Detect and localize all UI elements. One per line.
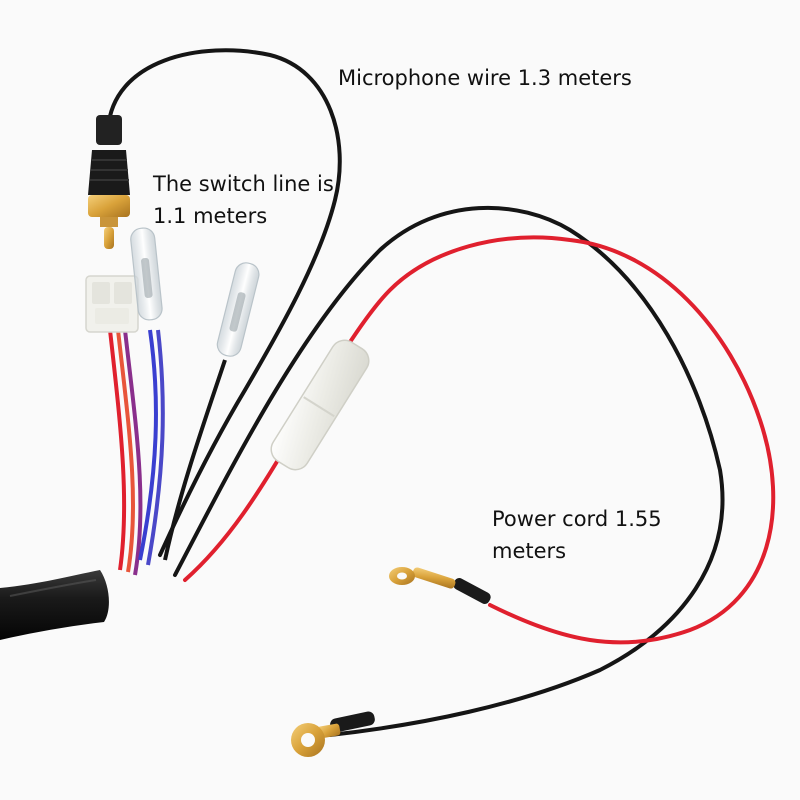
power-cord-text-2: meters (492, 539, 567, 563)
rca-connector (88, 115, 130, 249)
bundle-wire-blue-1 (138, 329, 158, 561)
bundle-wire-purple (123, 329, 143, 576)
switch-line-text-2: 1.1 meters (153, 204, 268, 228)
switch-line-label: The switch line is 1.1 meters (153, 168, 334, 232)
bullet-connector-1 (130, 227, 163, 321)
microphone-wire-label: Microphone wire 1.3 meters (338, 62, 632, 94)
large-ring-terminal (291, 723, 341, 757)
switch-wire (163, 359, 227, 561)
white-plug-connector (85, 275, 139, 333)
bundle-wire-orange (116, 329, 136, 573)
bundle-wire-red-1 (108, 329, 127, 571)
switch-line-text-1: The switch line is (153, 172, 334, 196)
power-cord-text-1: Power cord 1.55 (492, 507, 662, 531)
inline-fuse-holder (270, 339, 370, 471)
microphone-wire-text: Microphone wire 1.3 meters (338, 66, 632, 90)
red-heatshrink (453, 578, 491, 604)
power-black-wire (173, 205, 725, 737)
black-heatshrink (330, 711, 375, 733)
bullet-connector-2 (216, 262, 260, 357)
small-ring-terminal (389, 567, 456, 589)
power-cord-label: Power cord 1.55 meters (492, 503, 662, 567)
bundle-wire-blue-2 (146, 329, 165, 566)
microphone-wire (106, 48, 342, 557)
cable-sheath (0, 570, 109, 640)
